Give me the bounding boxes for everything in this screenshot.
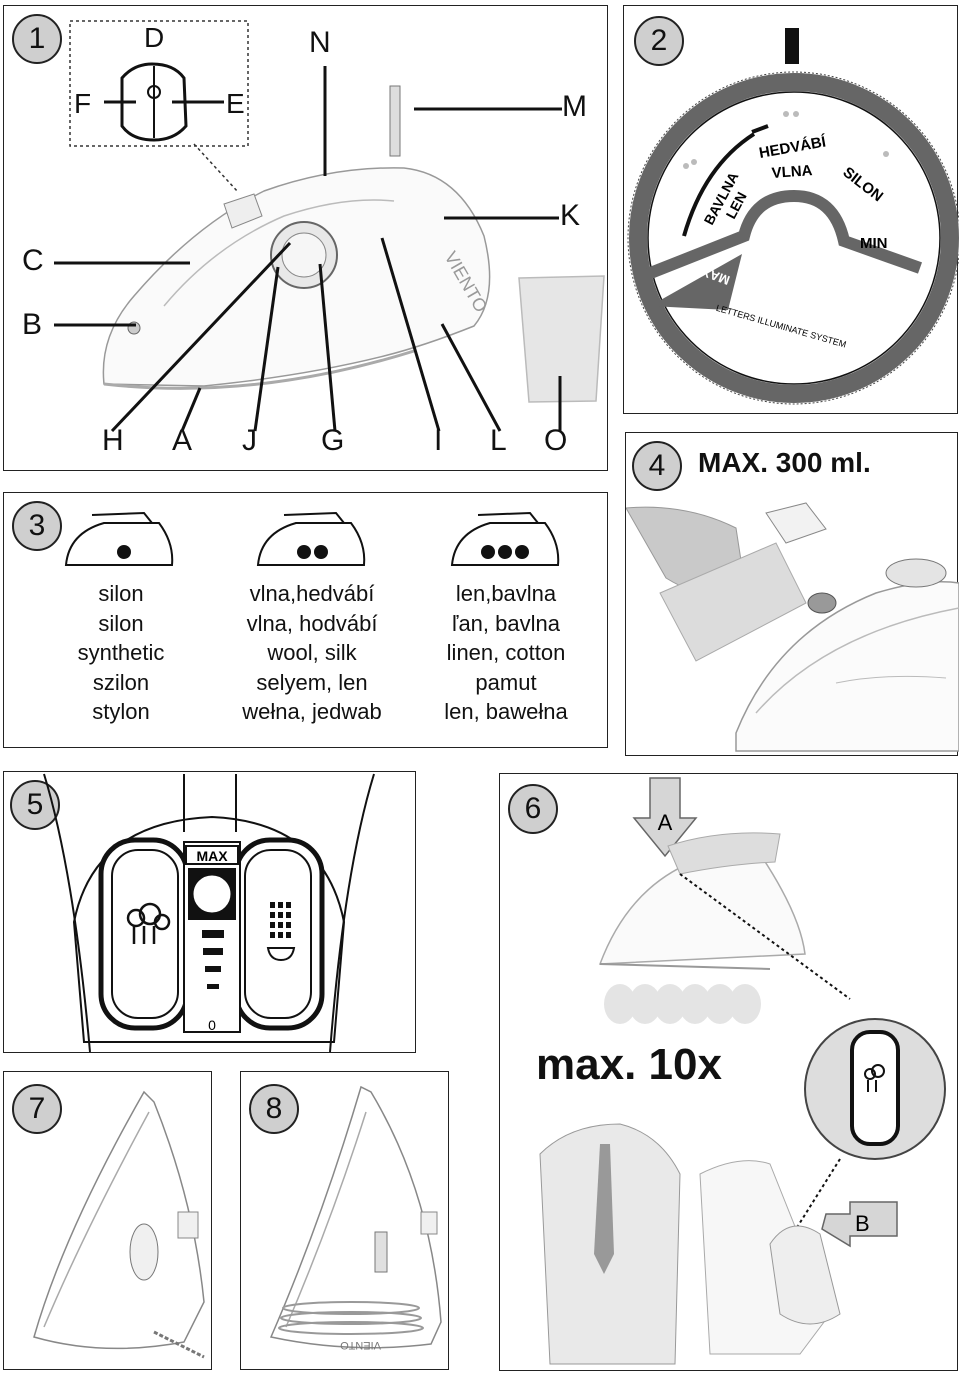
fabric-line: len, bawełna [444,699,568,724]
fabric-line: linen, cotton [446,640,566,665]
fabric-line: wool, silk [267,640,357,665]
label-A: A [172,424,193,457]
fabric-column-wool-silk: vlna,hedvábí vlna, hodvábí wool, silk se… [212,579,412,727]
label-M: M [562,90,587,123]
zero-label: 0 [208,1017,216,1033]
panel-2-temperature-dial: 2 MAX BAVLNA LEN HEDVÁBÍ VLNA SILON MIN … [623,5,959,414]
steam-button-icon [864,1064,885,1092]
fabric-line: silon [98,610,144,636]
arrow-b-label: B [855,1211,870,1236]
panel-number: 7 [12,1084,62,1134]
panel-3-fabric-settings: 3 silon silon synthetic szilon stylon vl… [3,492,608,748]
label-F: F [74,88,92,119]
steam-shot-illustration: A B [539,777,946,1365]
max-volume-caption: MAX. 300 ml. [698,447,871,478]
label-I: I [434,424,443,457]
fabric-line: vlna,hedvábí [249,581,375,606]
brand-text: VIENTO [340,1339,381,1351]
fabric-line: len,bavlna [455,581,557,606]
spray-icon [266,902,296,962]
fabric-column-linen-cotton: len,bavlna ľan, bavlna linen, cotton pam… [406,579,606,727]
label-C: C [22,244,44,277]
cord-storage-illustration: VIENTO [269,1085,442,1351]
label-L: L [490,424,507,457]
control-panel-diagram: MAX 0 [43,773,375,1053]
fabric-line: synthetic [77,640,165,665]
label-G: G [321,424,345,457]
fabric-line: pamut [475,669,537,695]
fabric-line: stylon [92,699,150,724]
steam-icon [126,902,171,944]
fabric-line: silon [98,581,144,606]
fabric-column-synthetic: silon silon synthetic szilon stylon [21,579,221,727]
label-B: B [22,308,43,341]
fabric-line: ľan, bavlna [452,610,560,636]
panel-7-upright-storage: 7 [3,1071,212,1370]
panel-number: 4 [632,441,682,491]
dial-diagram: MAX BAVLNA LEN HEDVÁBÍ VLNA SILON MIN LE… [627,28,959,405]
panel-1-iron-parts: 1 VIENTO [3,5,608,471]
label-E: E [226,88,245,119]
max-uses-caption: max. 10x [536,1040,722,1089]
label-D: D [144,22,165,53]
panel-number: 3 [12,501,62,551]
arrow-a-label: A [658,810,673,835]
panel-number: 6 [508,784,558,834]
label-N: N [309,26,331,59]
label-K: K [560,199,581,232]
dial-vlna: VLNA [771,162,813,182]
dial-min: MIN [860,235,888,252]
label-J: J [242,424,257,457]
label-O: O [544,424,568,457]
fabric-line: wełna, jedwab [242,699,382,724]
max-label: MAX [196,848,228,864]
panel-5-control-top: 5 MAX 0 [3,771,416,1053]
panel-number: 8 [249,1084,299,1134]
filling-illustration [626,502,959,752]
iron-dot-icons [64,511,560,566]
panel-6-steam-shot: 6 A B max. 10x [499,773,958,1371]
panel-number: 2 [634,16,684,66]
label-H: H [102,424,124,457]
fabric-line: szilon [92,669,150,695]
panel-number: 1 [12,14,62,64]
fabric-line: vlna, hodvábí [246,610,378,636]
panel-4-fill-water: 4 MAX. 300 ml. [625,432,959,756]
upright-iron-illustration [33,1090,205,1359]
fabric-line: selyem, len [256,669,368,695]
iron-diagram: VIENTO [54,20,605,433]
panel-8-cord-storage: 8 VIENTO [240,1071,449,1370]
